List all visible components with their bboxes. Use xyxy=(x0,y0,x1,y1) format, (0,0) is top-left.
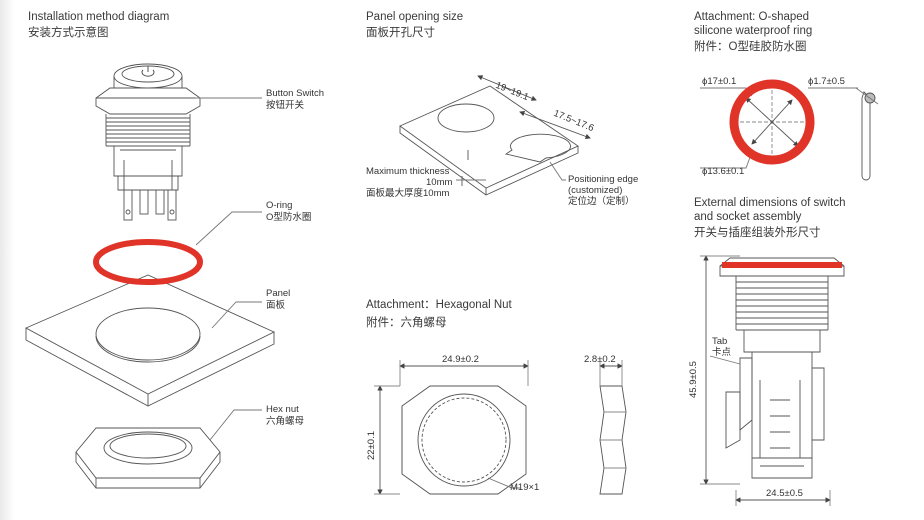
external-assembly-drawing xyxy=(700,255,845,506)
external-height-dim: 45.9±0.5 xyxy=(688,361,699,398)
oring-dim-section: ϕ1.7±0.5 xyxy=(808,76,845,87)
hexnut-thread: M19×1 xyxy=(510,482,540,493)
oring-red-install xyxy=(93,239,203,285)
panel-label-cn: 面板 xyxy=(266,300,286,311)
oring-attach-title-en-1: Attachment: O-shaped xyxy=(694,11,810,23)
install-title-en: Installation method diagram xyxy=(28,11,170,23)
hexnut-attach-drawing xyxy=(374,360,627,495)
positioning-edge-sub: (customized) xyxy=(568,185,623,196)
oring-label-cn: O型防水圈 xyxy=(266,212,312,223)
oring-attach-title-en-2: silicone waterproof ring xyxy=(694,25,813,37)
max-thickness-en: Maximum thickness xyxy=(366,166,450,177)
max-thickness-val: 10mm xyxy=(426,177,453,188)
hexnut-dim-width: 24.9±0.2 xyxy=(442,354,479,365)
oring-red-attach xyxy=(729,79,815,165)
hexnut-dim-thick: 2.8±0.2 xyxy=(584,354,616,365)
button-switch-label-en: Button Switch xyxy=(266,88,325,99)
tab-label-cn: 卡点 xyxy=(712,347,732,358)
tab-label-en: Tab xyxy=(712,336,728,347)
external-title-en-1: External dimensions of switch xyxy=(694,197,846,209)
install-title-cn: 安装方式示意图 xyxy=(28,27,109,39)
button-switch-drawing xyxy=(95,63,201,221)
external-title-cn: 开关与插座组装外形尺寸 xyxy=(694,227,821,239)
hexnut-dim-height: 22±0.1 xyxy=(366,431,377,460)
hexnut-label-cn: 六角螺母 xyxy=(266,416,305,427)
positioning-edge-en: Positioning edge xyxy=(568,174,639,185)
positioning-edge-cn: 定位边（定制） xyxy=(568,196,635,207)
oring-label-en: O-ring xyxy=(266,200,293,211)
panel-label-en: Panel xyxy=(266,288,291,299)
panel-opening-title-cn: 面板开孔尺寸 xyxy=(366,27,435,39)
hexnut-drawing xyxy=(75,427,221,489)
panel-opening-title-en: Panel opening size xyxy=(366,11,464,23)
hexnut-attach-title-cn: 附件：六角螺母 xyxy=(366,317,447,329)
external-width-dim: 24.5±0.5 xyxy=(766,488,803,499)
panel-opening-drawing xyxy=(399,75,591,196)
left-shading xyxy=(0,0,14,520)
max-thickness-cn: 面板最大厚度10mm xyxy=(366,188,450,199)
oring-dim-inner: ϕ13.6±0.1 xyxy=(702,166,745,177)
hexnut-attach-title-en: Attachment：Hexagonal Nut xyxy=(366,299,512,311)
oring-dim-outer: ϕ17±0.1 xyxy=(702,76,737,87)
panel-drawing xyxy=(24,274,276,407)
hexnut-label-en: Hex nut xyxy=(266,404,299,415)
oring-attach-title-cn: 附件：O型硅胶防水圈 xyxy=(694,41,807,53)
oring-red-assembly xyxy=(722,262,842,268)
button-switch-label-cn: 按钮开关 xyxy=(266,100,305,111)
external-title-en-2: and socket assembly xyxy=(694,211,802,223)
